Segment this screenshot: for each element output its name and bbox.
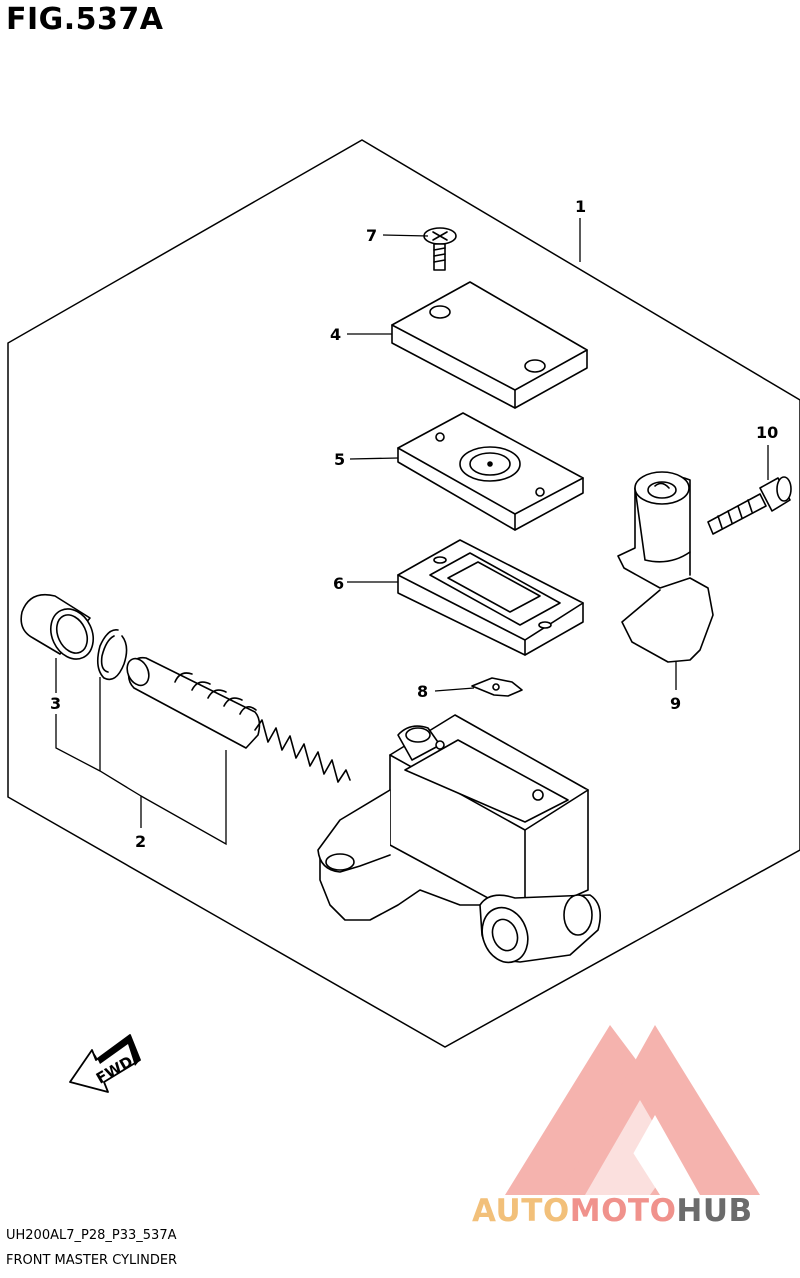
forward-direction-arrow: FWD [69,1034,141,1093]
diaphragm-part-6 [397,539,584,656]
bolt-part-10 [707,476,792,535]
leader-7 [382,234,429,237]
kit-outline [7,139,800,1048]
boot-part-3 [20,593,94,660]
watermark-brand: AUTOMOTOHUB [472,1193,753,1229]
diagram-code: UH200AL7_P28_P33_537A [6,1228,177,1243]
leader-2a [55,714,142,828]
watermark-logo [505,1025,760,1195]
leader-8 [434,687,475,692]
master-cylinder-body [317,714,601,964]
brand-hub: HUB [676,1193,753,1229]
diaphragm-plate-part-5 [397,412,584,531]
leader-lines [55,218,769,846]
spring [254,719,351,783]
callout-4: 4 [330,325,341,344]
callout-10: 10 [756,423,778,442]
callout-9: 9 [670,694,681,713]
protector-part-8 [471,677,523,697]
diagram-name: FRONT MASTER CYLINDER [6,1253,178,1268]
brand-moto: MOTO [569,1193,677,1229]
figure-title: FIG.537A [6,2,164,37]
callout-1: 1 [575,197,586,216]
circlip [96,629,128,681]
leader-5 [349,457,399,460]
brand-auto: AUTO [472,1193,570,1229]
screw-part-7 [423,227,457,271]
reservoir-cap-part-4 [391,281,588,409]
callout-5: 5 [334,450,345,469]
piston-set-part-2 [126,656,261,749]
callout-3: 3 [50,694,61,713]
callout-8: 8 [417,682,428,701]
callout-6: 6 [333,574,344,593]
leader-2c [140,750,227,846]
callout-7: 7 [366,226,377,245]
holder-part-9 [617,471,714,663]
callout-2: 2 [135,832,146,851]
